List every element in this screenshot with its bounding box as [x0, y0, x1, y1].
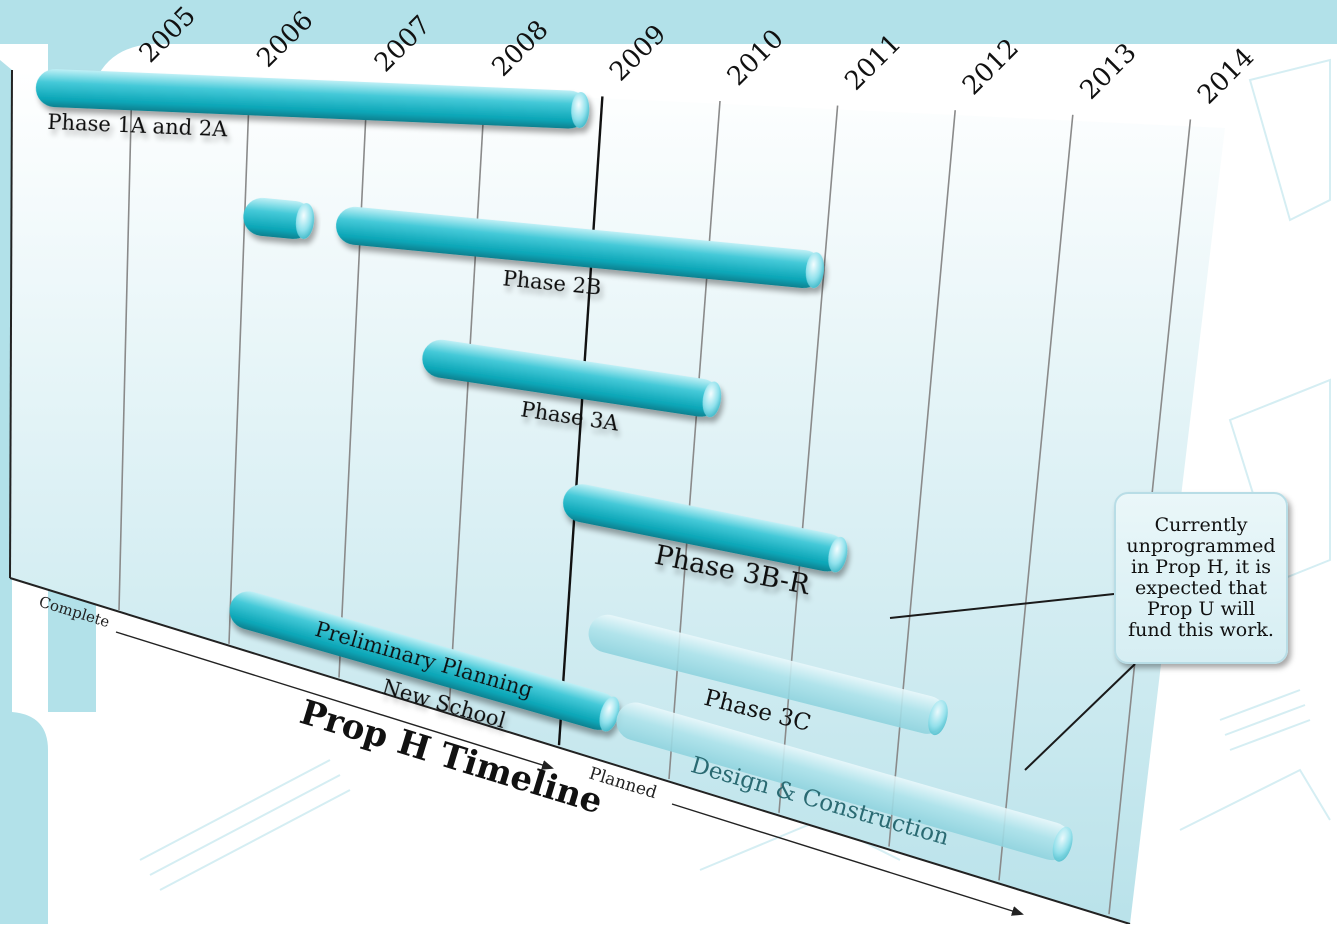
gridline-2007	[338, 87, 368, 678]
gridline-2006	[228, 82, 251, 644]
gridline-2005	[118, 77, 133, 611]
gridline-2013	[998, 114, 1074, 881]
planned-arrow	[671, 803, 1024, 916]
complete-arrow	[115, 631, 554, 770]
callout-pointer-design	[1024, 663, 1136, 771]
callout-pointer-3c	[889, 593, 1115, 619]
gridline-2008	[448, 91, 486, 712]
annotation-callout: Currently unprogrammed in Prop H, it is …	[1114, 492, 1288, 664]
task-bar-1	[243, 197, 315, 239]
year-tick-2013: 2013	[1075, 38, 1143, 106]
divider-line-2009	[557, 96, 604, 746]
annotation-text: Currently unprogrammed in Prop H, it is …	[1126, 514, 1276, 641]
year-tick-2014: 2014	[1192, 42, 1260, 110]
